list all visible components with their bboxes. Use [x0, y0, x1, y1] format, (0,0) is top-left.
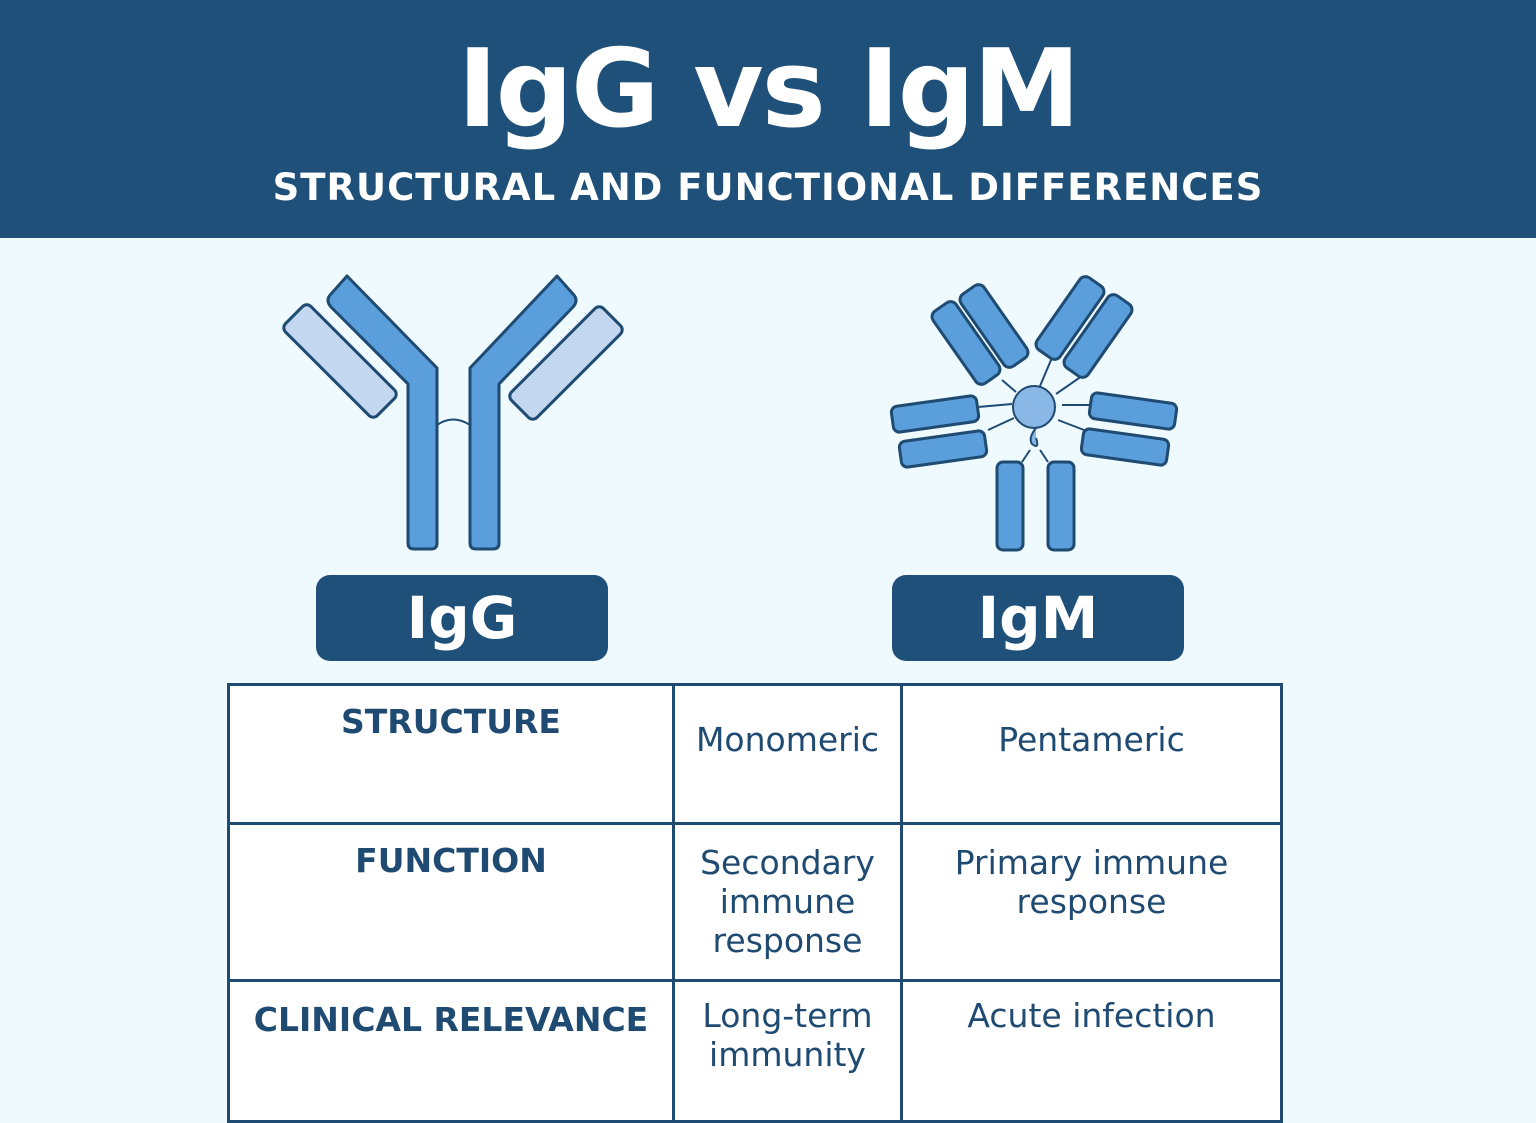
igg-light-chain-left — [282, 303, 398, 419]
igg-structure-value: Monomeric — [672, 683, 903, 825]
table-row: STRUCTURE Monomeric Pentameric — [227, 683, 1283, 825]
row-label-function: FUNCTION — [227, 822, 675, 982]
igm-label: IgM — [892, 575, 1184, 661]
igg-label: IgG — [316, 575, 608, 661]
igm-structure-icon — [889, 275, 1179, 552]
igg-function-value: Secondary immune response — [672, 822, 903, 982]
igm-stem-right — [1046, 460, 1076, 552]
igg-clinical-value: Long-term immunity — [672, 979, 903, 1123]
comparison-table: STRUCTURE Monomeric Pentameric FUNCTION … — [227, 683, 1283, 1123]
page-title: IgG vs IgM — [457, 27, 1081, 152]
igm-arm-5 — [889, 394, 981, 434]
igm-linkers — [977, 352, 1090, 463]
igm-arm-6 — [897, 429, 989, 469]
igm-j-chain-tail — [1029, 427, 1039, 447]
igm-j-chain-core — [1012, 385, 1056, 429]
page-subtitle: STRUCTURAL AND FUNCTIONAL DIFFERENCES — [272, 166, 1264, 209]
table-row: CLINICAL RELEVANCE Long-term immunity Ac… — [227, 979, 1283, 1123]
igm-arm-7 — [1087, 391, 1179, 431]
igg-disulfide-bond — [436, 418, 471, 426]
igm-structure-value: Pentameric — [900, 683, 1283, 825]
igg-structure-icon — [282, 274, 624, 551]
row-label-structure: STRUCTURE — [227, 683, 675, 825]
row-label-clinical-relevance: CLINICAL RELEVANCE — [227, 979, 675, 1123]
header-banner: IgG vs IgM STRUCTURAL AND FUNCTIONAL DIF… — [0, 0, 1536, 238]
igg-light-chain-right — [508, 305, 624, 421]
antibody-diagrams — [282, 274, 1179, 552]
igm-arm-2 — [958, 283, 1030, 369]
igm-function-value: Primary immune response — [900, 822, 1283, 982]
table-row: FUNCTION Secondary immune response Prima… — [227, 822, 1283, 982]
igm-arm-4 — [1062, 293, 1134, 379]
igm-arm-3 — [1034, 275, 1106, 361]
igm-clinical-value: Acute infection — [900, 979, 1283, 1123]
igg-heavy-chain-right — [468, 274, 578, 551]
igm-stem-left — [995, 460, 1025, 552]
igm-arm-8 — [1079, 427, 1171, 467]
igg-heavy-chain-left — [326, 274, 439, 551]
igm-arm-1 — [930, 300, 1002, 386]
